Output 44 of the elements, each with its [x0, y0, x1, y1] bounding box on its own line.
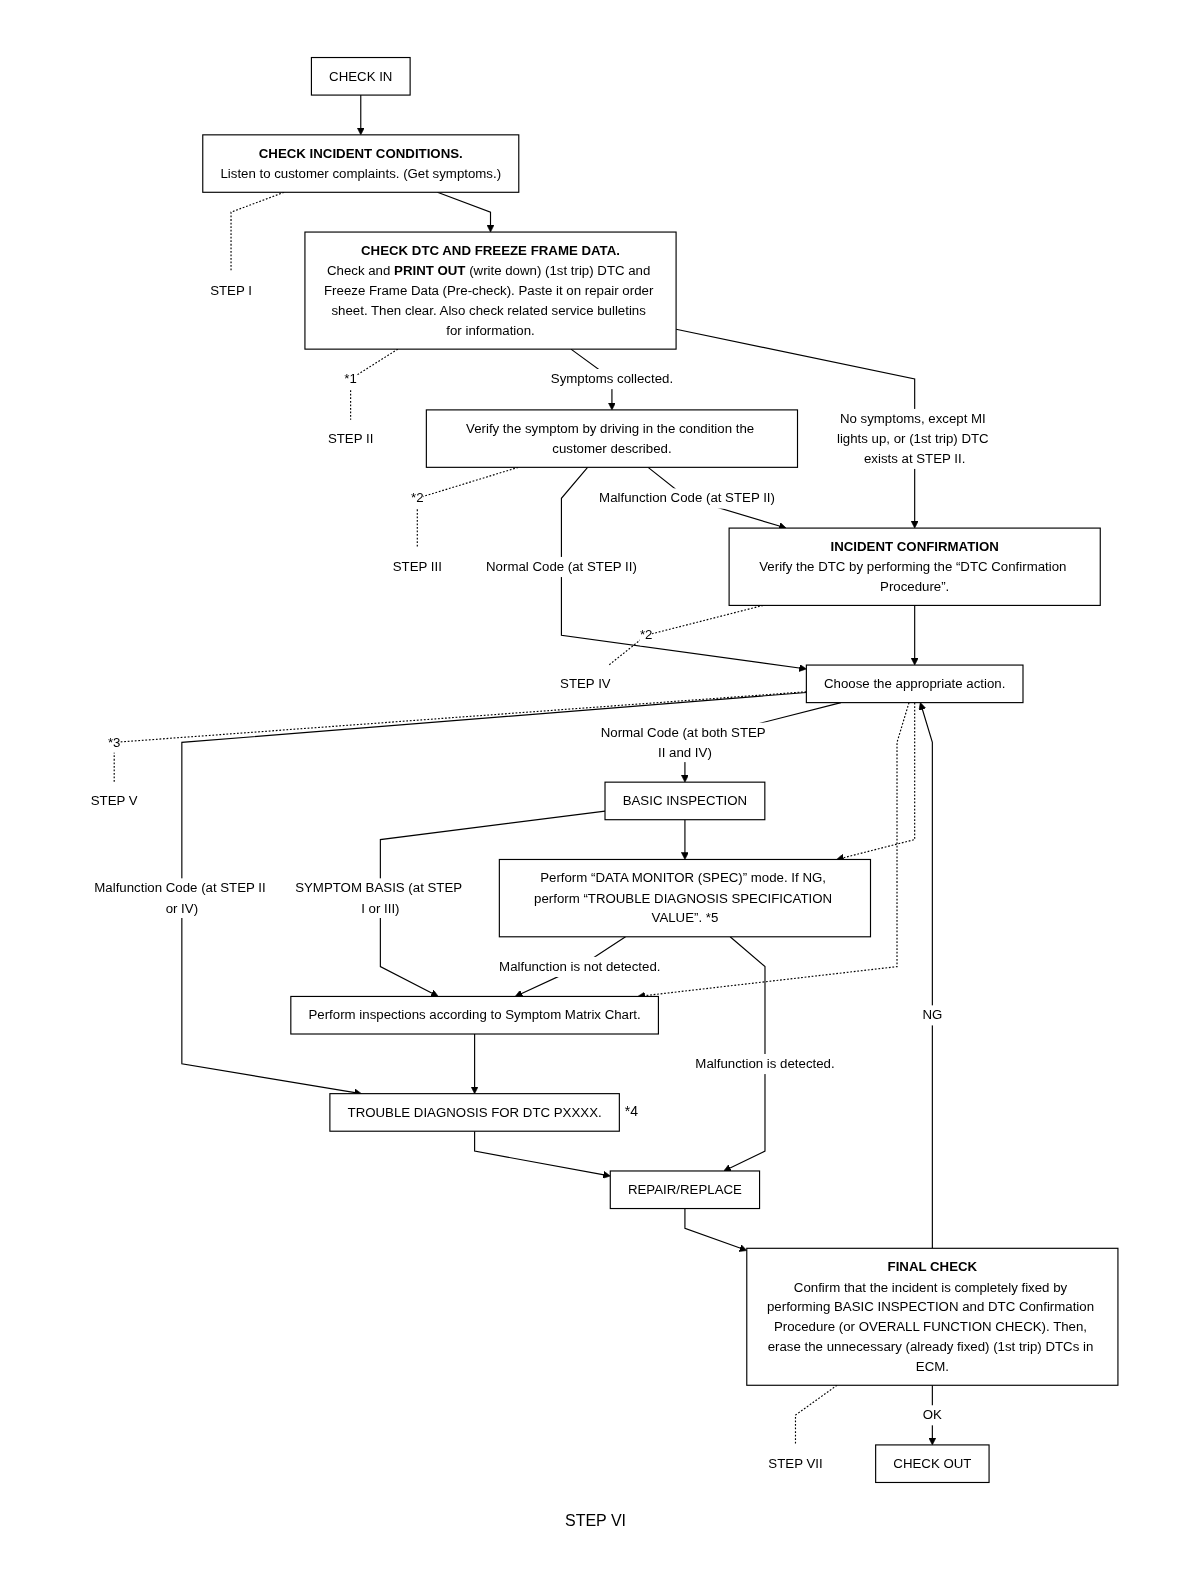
edge-label: *2 — [410, 490, 424, 506]
footnote-mark: *4 — [624, 1103, 639, 1121]
arrow — [470, 1033, 478, 1094]
node-box: CHECK INCIDENT CONDITIONS. Listen to customer complaints. (Get symptoms.) — [201, 134, 519, 193]
edge-label: No symptoms, except MI lights up, or (1st trip) DTC exists at STEP II. — [836, 410, 989, 466]
edge-label: *3 — [107, 734, 120, 750]
node-box: CHECK DTC AND FREEZE FRAME DATA. Check and PRINT OUT (write down) (1st trip) DTC and Freeze Frame Data (Pre-check). Paste it on repair order sheet. Then clear. Also check related service bulletins for information. — [303, 231, 677, 350]
node-box: Perform inspections according to Symptom Matrix Chart. — [289, 995, 659, 1035]
arrow — [910, 604, 919, 666]
arrow — [683, 1207, 747, 1252]
node-box: CHECK OUT — [874, 1444, 990, 1484]
node-text: STEP VII — [767, 1455, 823, 1471]
arrow — [680, 819, 689, 860]
connector — [794, 1384, 838, 1446]
edge-label: *1 — [343, 370, 357, 386]
node-text: STEP III — [392, 558, 442, 574]
edge-label: Normal Code (at both STEP II and IV) — [600, 724, 765, 760]
node-box: Verify the symptom by driving in the condition the customer described. — [425, 409, 798, 468]
node-text: STEP IV — [559, 675, 611, 691]
node-text: STEP I — [209, 282, 252, 298]
arrow — [356, 94, 365, 136]
node-box: TROUBLE DIAGNOSIS FOR DTC PXXXX. — [328, 1093, 620, 1132]
node-box: Perform “DATA MONITOR (SPEC)” mode. If NG, perform “TROUBLE DIAGNOSIS SPECIFICATION VALUE”. *5 — [498, 858, 871, 938]
arrow — [918, 702, 933, 1249]
node-box: Choose the appropriate action. — [805, 664, 1024, 704]
edge-label: *2 — [639, 627, 652, 643]
edge-label: Malfunction Code (at STEP II) — [598, 490, 775, 506]
edge-label: NG — [921, 1007, 942, 1023]
node-text: STEP V — [90, 792, 138, 808]
node-box: BASIC INSPECTION — [603, 781, 765, 821]
edge-label: Malfunction Code (at STEP II or IV) — [93, 880, 266, 915]
edge-label: Normal Code (at STEP II) — [485, 558, 637, 574]
edge-label: Symptoms collected. — [550, 370, 673, 386]
node-box: REPAIR/REPLACE — [609, 1170, 760, 1210]
step-label: STEP VI — [563, 1511, 628, 1531]
node-box: INCIDENT CONFIRMATION Verify the DTC by performing the “DTC Confirmation Procedure”. — [728, 527, 1101, 606]
node-box: CHECK IN — [310, 56, 411, 96]
edge-label: SYMPTOM BASIS (at STEP I or III) — [294, 880, 462, 915]
arrow — [722, 936, 766, 1172]
edge-label: Malfunction is not detected. — [498, 958, 660, 974]
edge-label: OK — [922, 1406, 942, 1422]
edge-label: Malfunction is detected. — [694, 1055, 835, 1071]
node-box: FINAL CHECK Confirm that the incident is completely fixed by performing BASIC INSPECTION and DTC Confirmation Procedure (or OVERALL FUNCTION CHECK). Then, erase the unnecessary (already fixed) (1st trip) DTCs in ECM. — [745, 1247, 1118, 1386]
node-text: STEP II — [327, 430, 373, 446]
